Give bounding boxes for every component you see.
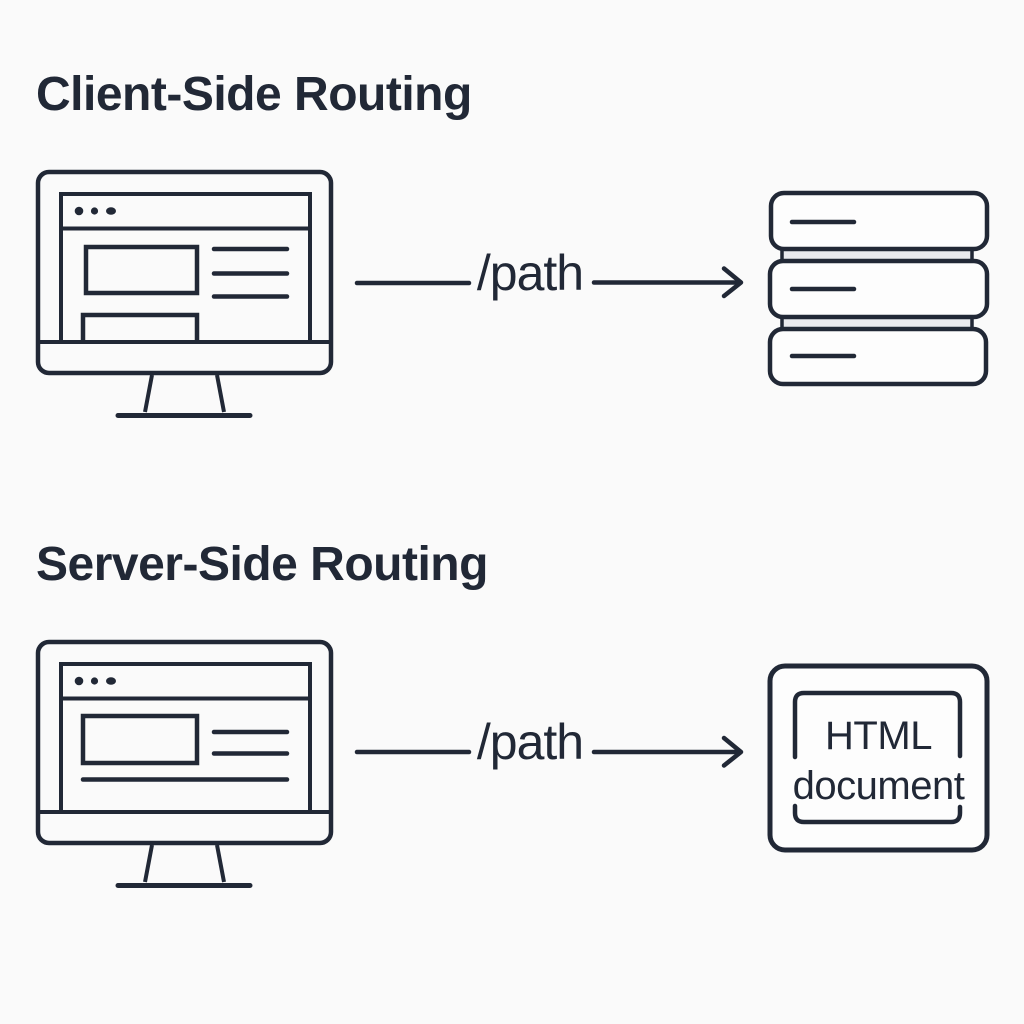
path-label: /path	[476, 714, 584, 770]
arrowhead-icon	[721, 266, 744, 299]
html-document-label-line2: document	[792, 764, 965, 808]
browser-dot-icon	[90, 677, 99, 685]
browser-dot-icon	[74, 206, 84, 216]
browser-monitor-icon	[35, 639, 334, 888]
browser-dot-icon	[106, 207, 116, 215]
request-arrow	[354, 735, 744, 768]
server-stack-icon	[767, 190, 990, 387]
html-document-label: HTML document	[770, 711, 987, 811]
browser-dot-icon	[74, 676, 84, 686]
browser-dot-icon	[90, 207, 99, 215]
browser-dot-icon	[106, 677, 116, 685]
html-document-icon	[767, 663, 990, 853]
html-document-label-line1: HTML	[825, 714, 932, 758]
request-arrow	[354, 266, 744, 299]
browser-monitor-icon	[35, 169, 334, 418]
path-label: /path	[476, 245, 584, 301]
section-title-server-side: Server-Side Routing	[36, 538, 488, 591]
arrowhead-icon	[721, 735, 744, 768]
section-title-client-side: Client-Side Routing	[36, 68, 472, 121]
